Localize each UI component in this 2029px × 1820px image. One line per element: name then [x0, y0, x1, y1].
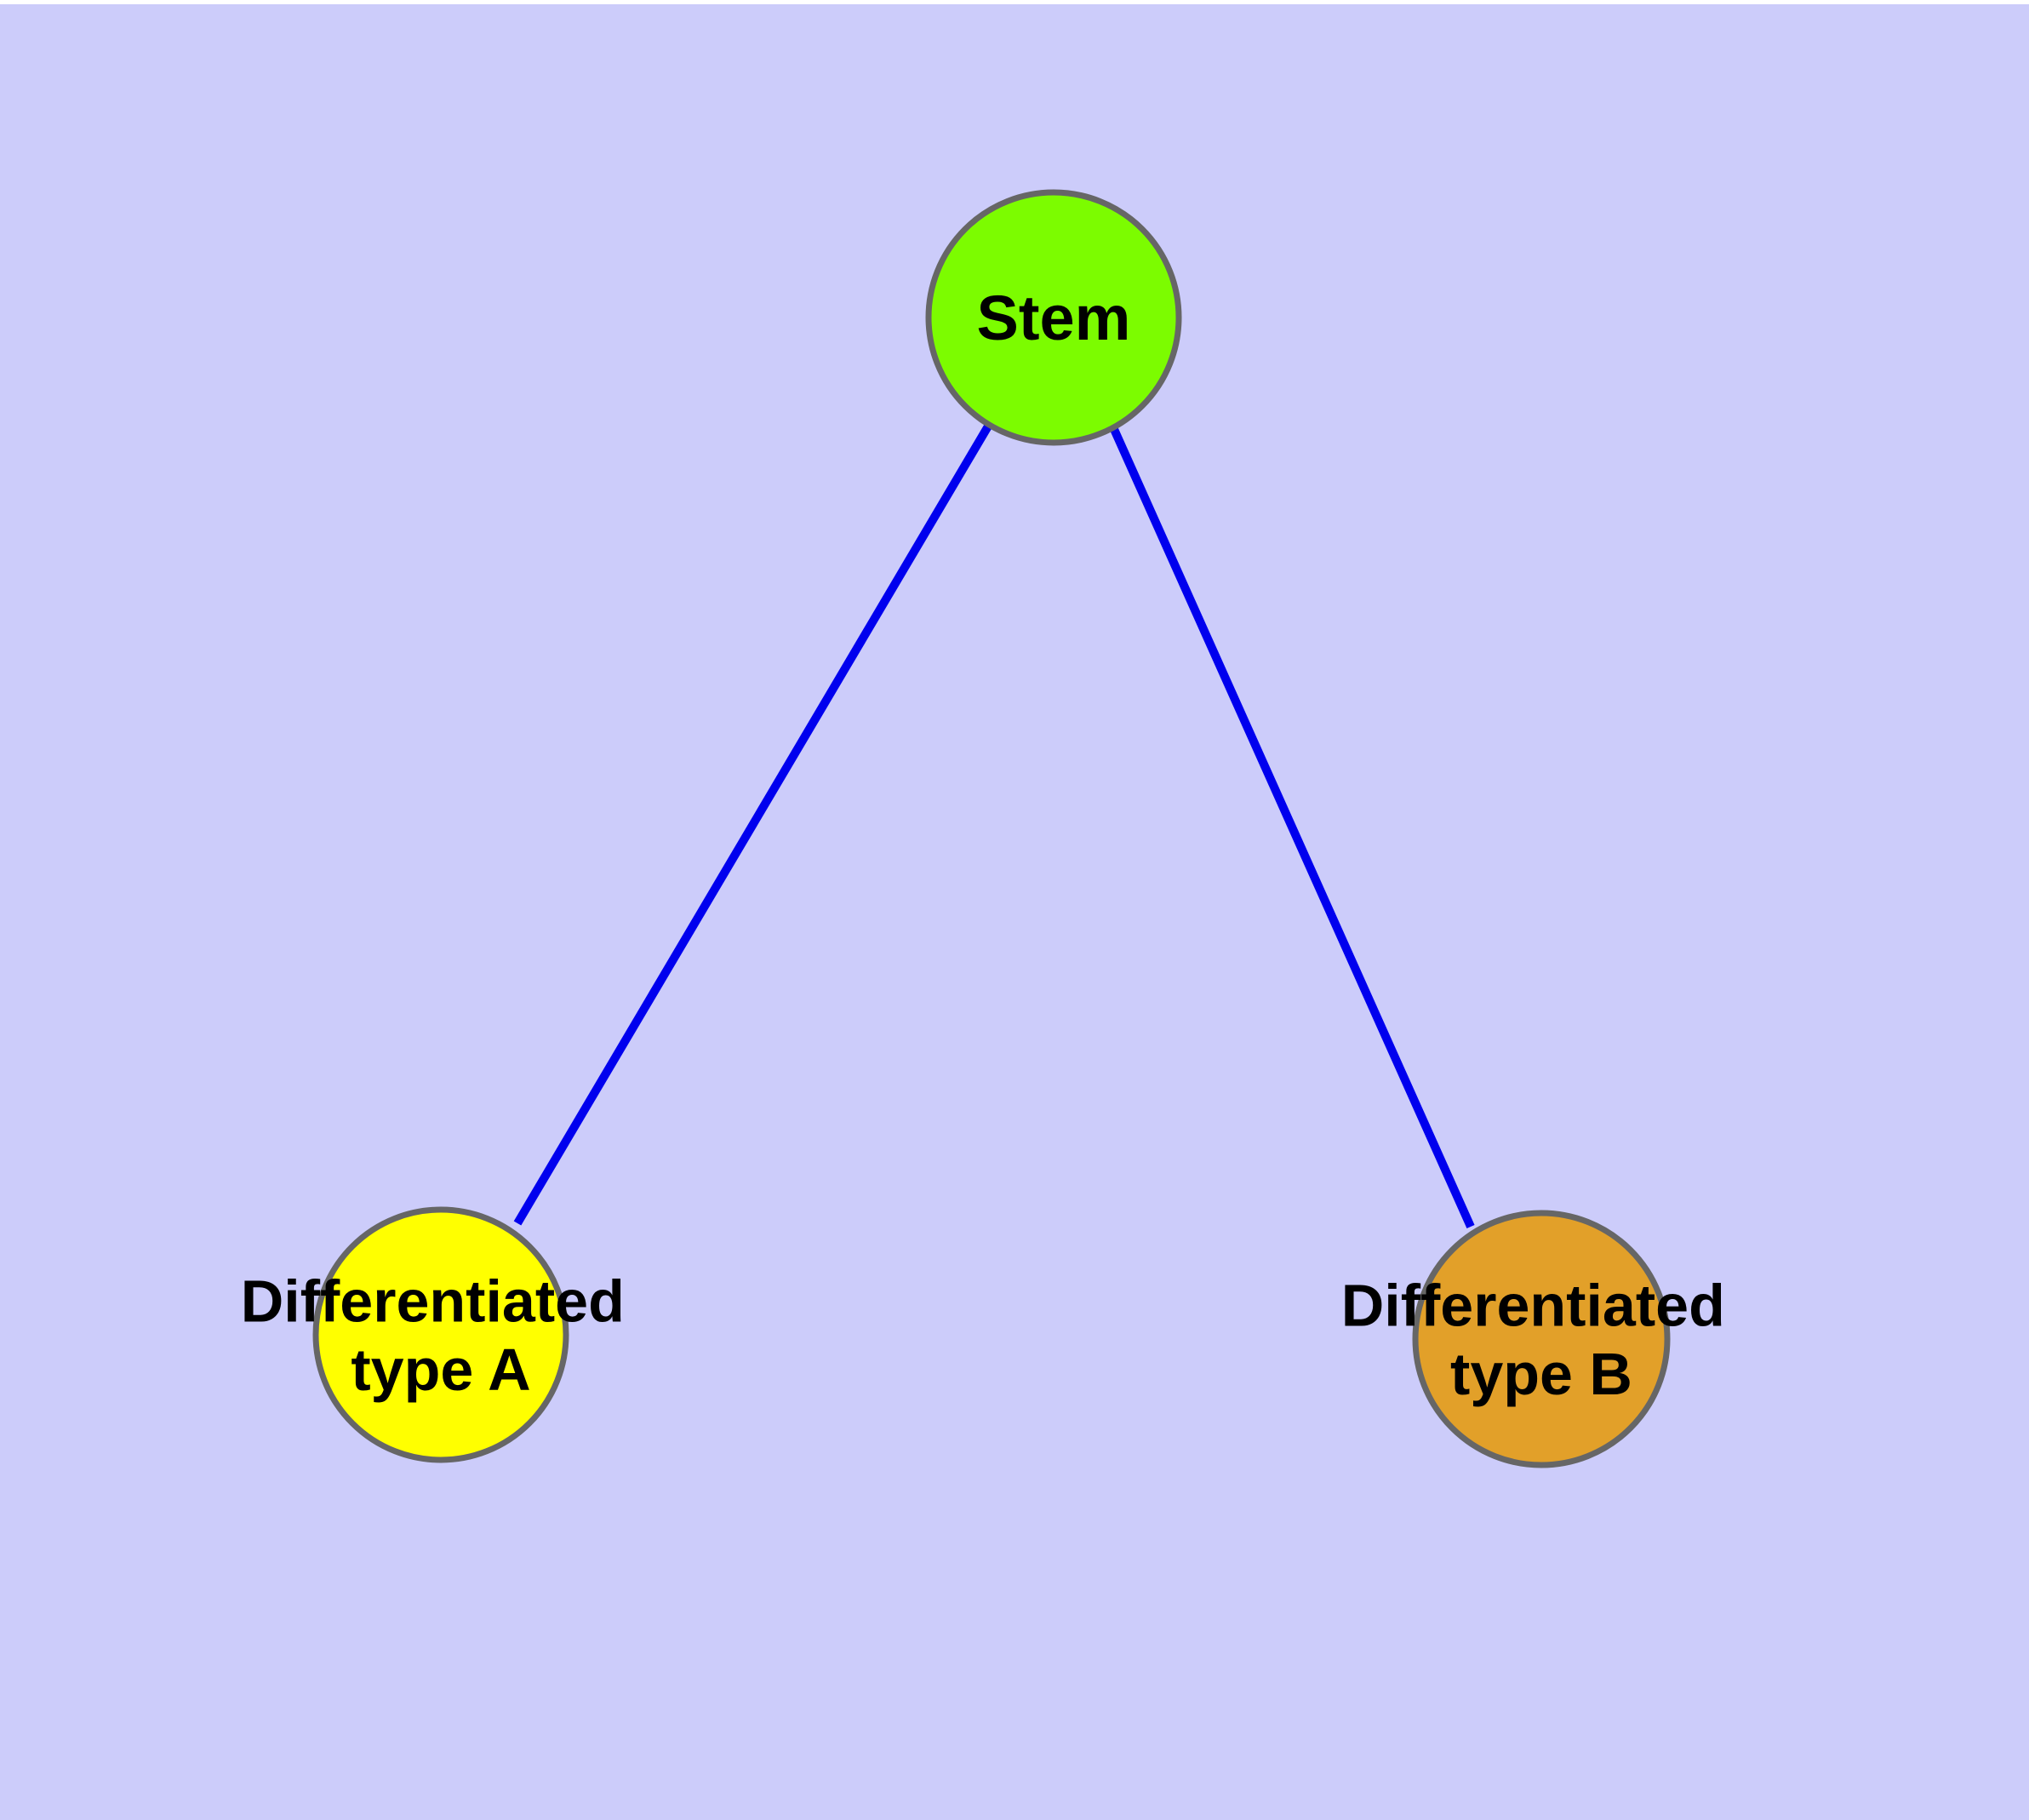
- node-stem-circle[interactable]: [925, 189, 1182, 446]
- diagram-plot-area: Stem Differentiated type A Differentiate…: [0, 4, 2029, 1820]
- node-differentiated-type-a-label: Differentiated type A: [241, 1268, 642, 1403]
- node-differentiated-type-a-label-line-1: Differentiated: [241, 1268, 625, 1334]
- node-differentiated-type-b[interactable]: Differentiated type B: [1341, 1210, 1742, 1468]
- node-layer: Stem Differentiated type A Differentiate…: [241, 189, 1742, 1468]
- edge-stem-to-differentiated-type-a[interactable]: [513, 422, 993, 1226]
- node-stem[interactable]: Stem: [925, 189, 1182, 446]
- edge-layer: [513, 422, 1475, 1229]
- node-differentiated-type-b-circle[interactable]: [1412, 1210, 1671, 1468]
- node-differentiated-type-b-label-line-2: type B: [1450, 1341, 1632, 1407]
- node-stem-label: Stem: [977, 283, 1131, 353]
- edge-stem-to-differentiated-type-b[interactable]: [1109, 425, 1475, 1229]
- node-link-graph: Stem Differentiated type A Differentiate…: [241, 189, 1742, 1468]
- node-differentiated-type-a[interactable]: Differentiated type A: [241, 1206, 642, 1463]
- node-differentiated-type-b-label: Differentiated type B: [1341, 1272, 1742, 1407]
- node-differentiated-type-b-label-line-1: Differentiated: [1341, 1272, 1725, 1338]
- node-differentiated-type-a-label-line-2: type A: [351, 1336, 530, 1403]
- node-stem-label-line-1: Stem: [977, 283, 1131, 353]
- node-differentiated-type-a-circle[interactable]: [312, 1206, 569, 1463]
